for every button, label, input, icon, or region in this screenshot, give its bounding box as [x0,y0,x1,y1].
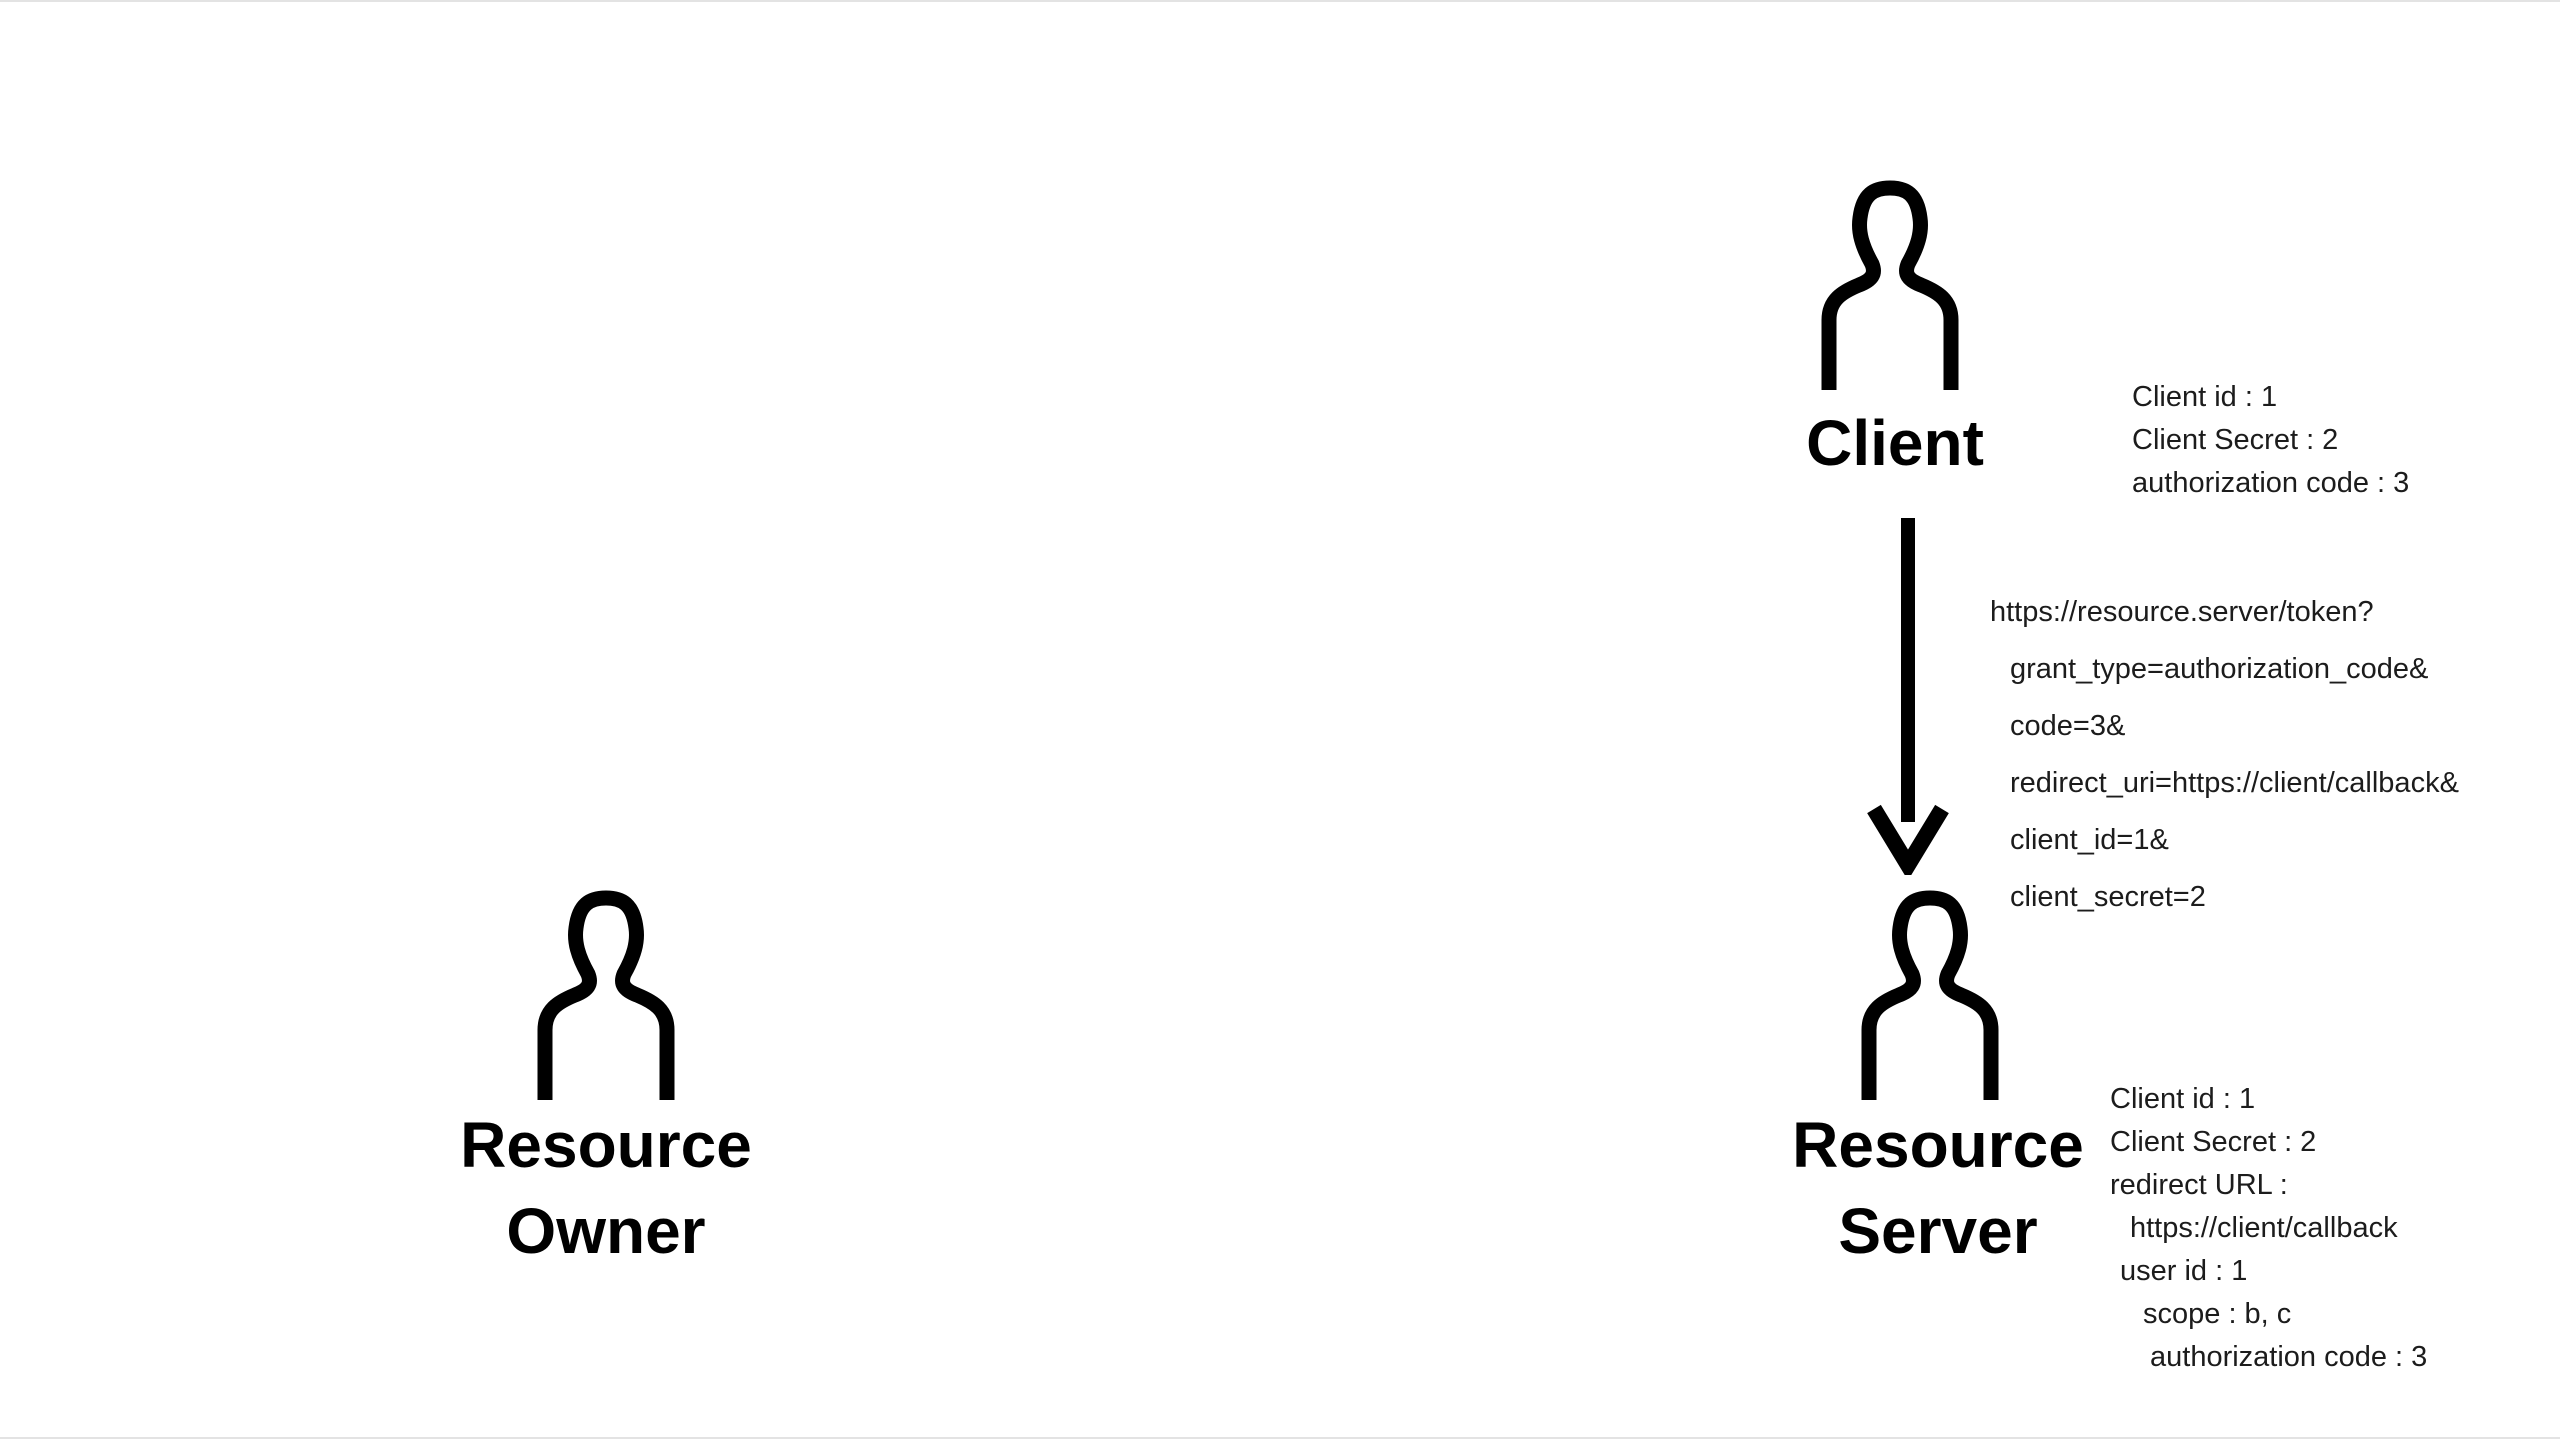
arrow-down-icon [1860,510,1956,875]
top-edge-line [0,0,2560,2]
resource-server-info-line: https://client/callback [2130,1212,2398,1244]
token-request-line: https://resource.server/token? [1990,596,2374,628]
resource-server-info-line: authorization code : 3 [2150,1341,2428,1373]
client-label: Client [1806,407,1984,479]
resource-server-info-line: user id : 1 [2120,1255,2248,1287]
resource-server-info-line: Client Secret : 2 [2110,1126,2317,1158]
resource-server-info-line: scope : b, c [2143,1298,2292,1330]
token-request-line: grant_type=authorization_code& [2010,653,2429,685]
resource-server-info: Client id : 1 Client Secret : 2 redirect… [2110,1078,2427,1379]
person-icon [1814,180,1966,390]
client-info-line: Client id : 1 [2132,381,2278,413]
client-info-line: Client Secret : 2 [2132,424,2339,456]
resource-owner-label-line1: Resource [460,1109,752,1181]
person-icon [530,890,682,1100]
token-request-line: redirect_uri=https://client/callback& [2010,767,2459,799]
resource-server-info-line: Client id : 1 [2110,1083,2256,1115]
resource-server-info-line: redirect URL : [2110,1169,2288,1201]
resource-owner-label: Resource Owner [356,1102,856,1274]
resource-owner-actor [530,890,682,1100]
client-info: Client id : 1 Client Secret : 2 authoriz… [2132,376,2409,505]
token-request-line: client_id=1& [2010,824,2169,856]
resource-owner-label-line2: Owner [506,1195,706,1267]
client-actor [1814,180,1966,390]
bottom-edge-line [0,1437,2560,1439]
client-info-line: authorization code : 3 [2132,467,2410,499]
token-request-line: client_secret=2 [2010,881,2206,913]
token-request-url: https://resource.server/token? grant_typ… [1990,584,2459,926]
token-request-line: code=3& [2010,710,2126,742]
resource-server-label: Resource Server [1688,1102,2188,1274]
person-icon [1854,890,2006,1100]
resource-server-label-line2: Server [1838,1195,2038,1267]
resource-server-actor [1854,890,2006,1100]
resource-server-label-line1: Resource [1792,1109,2084,1181]
